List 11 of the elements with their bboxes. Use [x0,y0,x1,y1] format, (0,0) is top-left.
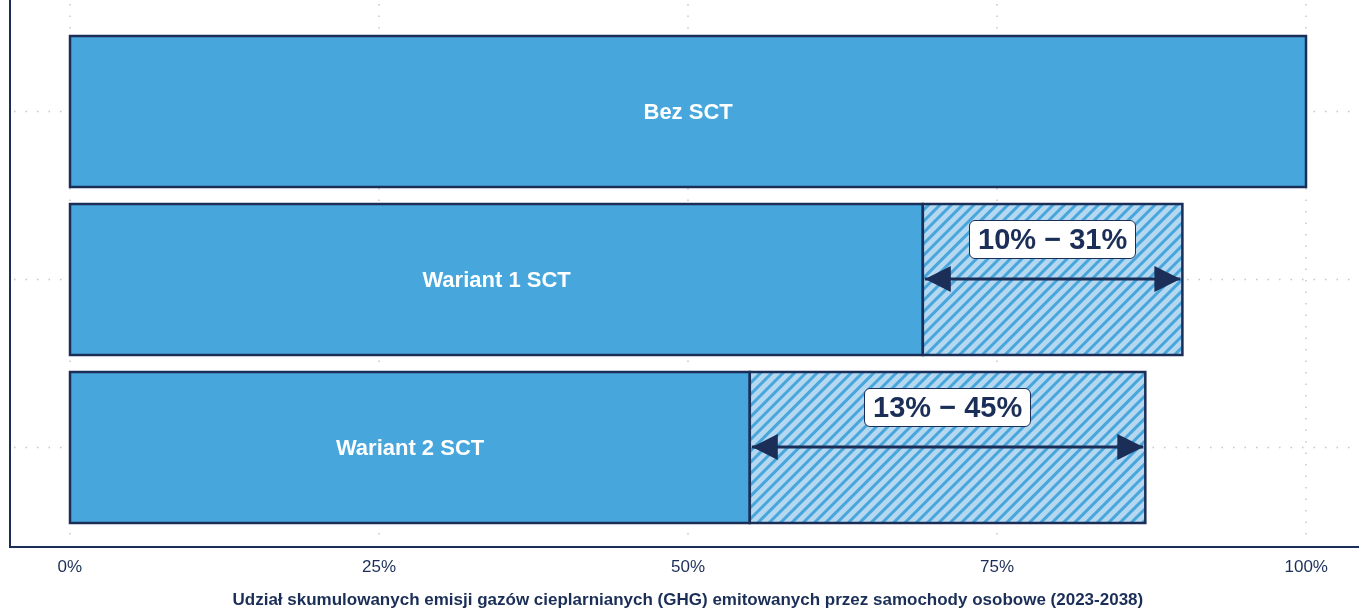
axis-title: Udział skumulowanych emisji gazów cieplarnianych (GHG) emitowanych przez samochody osobowe (2023-2038) [232,590,1144,610]
bar-label: Wariant 2 SCT [335,434,485,461]
tick-label: 0% [57,557,83,577]
range-label: 10% − 31% [969,219,1137,259]
tick-label: 50% [671,557,706,577]
tick-label: 75% [980,557,1015,577]
range-label: 13% − 45% [864,387,1032,427]
tick-label: 100% [1284,557,1328,577]
bar-label: Bez SCT [643,98,733,125]
bar-label: Wariant 1 SCT [422,266,571,293]
tick-label: 25% [362,557,397,577]
